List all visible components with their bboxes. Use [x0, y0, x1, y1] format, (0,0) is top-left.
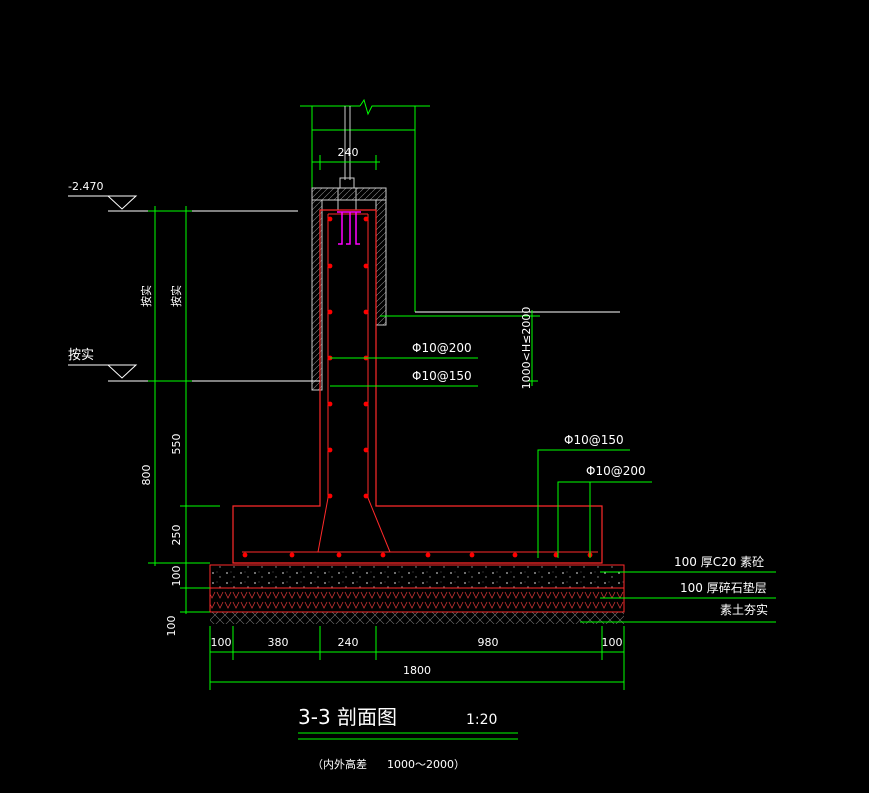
rebar-leaders: [330, 357, 652, 558]
rebar-label-wall-b: Φ10@150: [412, 369, 472, 383]
dim-v-anshi-1: 按实: [139, 285, 153, 307]
dim-bottom-380: 380: [268, 636, 289, 649]
dim-v-800: 800: [140, 465, 153, 486]
dim-height-range: 1000<H≤2000: [520, 307, 533, 390]
layer-gravel: [209, 587, 625, 613]
bottom-dimensions: [209, 626, 625, 690]
level-bottom-label: 按实: [68, 348, 94, 363]
level-top-label: -2.470: [68, 180, 103, 193]
layer-label-c20: 100 厚C20 素砼: [674, 555, 764, 569]
dim-bottom-100-right: 100: [602, 636, 623, 649]
fence-top: [300, 98, 620, 313]
level-markers: [106, 195, 138, 379]
layer-soil: [210, 612, 624, 624]
dim-top-240-text: 240: [338, 146, 359, 159]
concrete-outline: [232, 209, 603, 564]
title-underline: [298, 732, 518, 740]
anchor-bolts: [337, 211, 361, 245]
dim-v-100a: 100: [170, 566, 183, 587]
dim-top-240: 240: [312, 146, 380, 170]
dim-v-250: 250: [170, 525, 183, 546]
vertical-dimensions: [148, 206, 538, 614]
wall-coping: [311, 187, 387, 391]
dim-v-100b: 100: [165, 616, 178, 637]
dim-total-1800: 1800: [403, 664, 431, 677]
layer-label-gravel: 100 厚碎石垫层: [680, 580, 767, 595]
dim-bottom-240: 240: [338, 636, 359, 649]
rebar-label-wall-a: Φ10@200: [412, 341, 472, 355]
dim-bottom-100-left: 100: [211, 636, 232, 649]
drawing-note-prefix: （内外高差: [312, 757, 367, 771]
rebar-label-base-a: Φ10@150: [564, 433, 624, 447]
drawing-title: 3-3 剖面图: [298, 705, 397, 729]
ground-lines: [68, 195, 540, 382]
dim-v-550: 550: [170, 434, 183, 455]
rebar-label-base-b: Φ10@200: [586, 464, 646, 478]
layer-leaders: [580, 571, 776, 623]
dim-v-anshi-2: 按实: [169, 285, 183, 307]
layer-label-soil: 素土夯实: [720, 602, 768, 617]
drawing-note-range: 1000～2000）: [387, 758, 465, 771]
wall-rebar: [242, 213, 598, 553]
drawing-scale: 1:20: [466, 712, 497, 728]
dim-bottom-980: 980: [478, 636, 499, 649]
layer-c20: [209, 564, 625, 589]
